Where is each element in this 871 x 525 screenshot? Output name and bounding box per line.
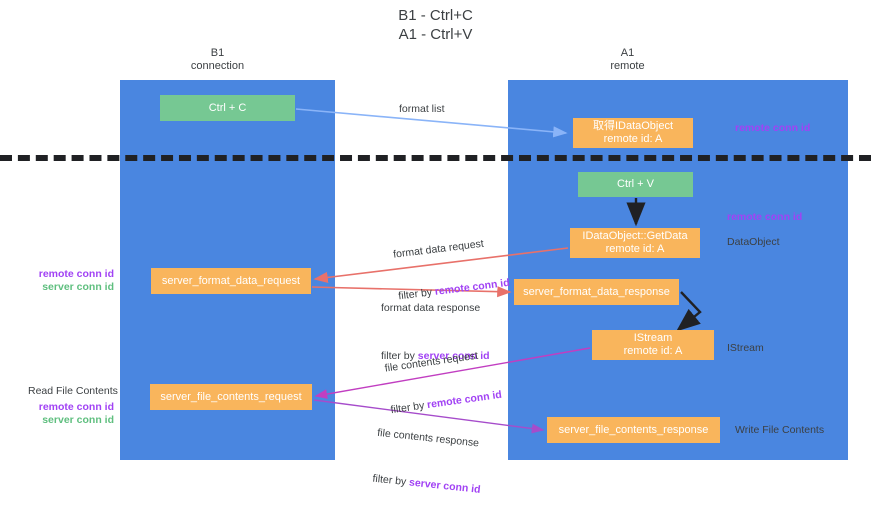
filter-key-server-conn-id: server conn id <box>417 350 490 362</box>
annotation-remote-conn-id-mid: remote conn id <box>727 211 803 223</box>
annotation-left-remote-conn-id-bottom: remote conn id <box>38 401 114 413</box>
column-header-a1: A1 remote <box>540 47 715 73</box>
edge-label-format-data-request-line1: format data request <box>392 237 485 261</box>
node-server-format-data-request[interactable]: server_format_data_request <box>151 268 311 294</box>
annotation-write-file-contents: Write File Contents <box>735 424 825 436</box>
filter-prefix: filter by <box>371 472 410 489</box>
edge-label-file-contents-response: file contents response filter by server … <box>369 398 489 525</box>
annotation-left-remote-conn-id-mid: remote conn id <box>38 268 114 280</box>
annotation-read-file-contents: Read File Contents <box>28 385 118 397</box>
edge-label-file-contents-response-line1: file contents response <box>376 426 480 450</box>
annotation-left-server-conn-id-bottom: server conn id <box>42 414 114 426</box>
column-header-b1-name: B1 <box>210 47 225 59</box>
annotation-istream: IStream <box>727 342 764 354</box>
edge-label-file-contents-response-line2: filter by server conn id <box>372 472 481 497</box>
diagram-canvas: B1 - Ctrl+C A1 - Ctrl+V B1 connection A1… <box>0 7 871 496</box>
column-header-b1: B1 connection <box>140 47 295 73</box>
node-server-file-contents-response[interactable]: server_file_contents_response <box>547 417 720 443</box>
annotation-left-server-conn-id-mid: server conn id <box>42 281 114 293</box>
edge-label-format-data-response-line1: format data response <box>381 302 481 314</box>
filter-prefix: filter by <box>381 350 418 362</box>
column-header-a1-name: A1 <box>620 47 635 59</box>
node-ctrl-v[interactable]: Ctrl + V <box>578 172 693 197</box>
annotation-dataobject: DataObject <box>727 236 780 248</box>
node-server-file-contents-request[interactable]: server_file_contents_request <box>150 384 312 410</box>
node-idataobject[interactable]: 取得IDataObject remote id: A <box>573 118 693 148</box>
node-idataobject-getdata[interactable]: IDataObject::GetData remote id: A <box>570 228 700 258</box>
edge-label-format-data-response: format data response filter by server co… <box>381 273 490 391</box>
page-title: B1 - Ctrl+C A1 - Ctrl+V <box>398 7 473 43</box>
column-header-a1-role: remote <box>610 60 645 72</box>
edge-label-format-data-response-line2: filter by server conn id <box>381 349 490 363</box>
edge-label-file-contents-request-line1: file contents request <box>384 349 479 375</box>
annotation-remote-conn-id-top: remote conn id <box>735 122 811 134</box>
node-istream[interactable]: IStream remote id: A <box>592 330 714 360</box>
section-divider <box>0 155 871 161</box>
node-ctrl-c[interactable]: Ctrl + C <box>160 95 295 121</box>
column-header-b1-role: connection <box>190 60 245 72</box>
node-server-format-data-response[interactable]: server_format_data_response <box>514 279 679 305</box>
edge-label-format-list: format list <box>399 103 445 115</box>
filter-key-server-conn-id: server conn id <box>408 476 482 496</box>
